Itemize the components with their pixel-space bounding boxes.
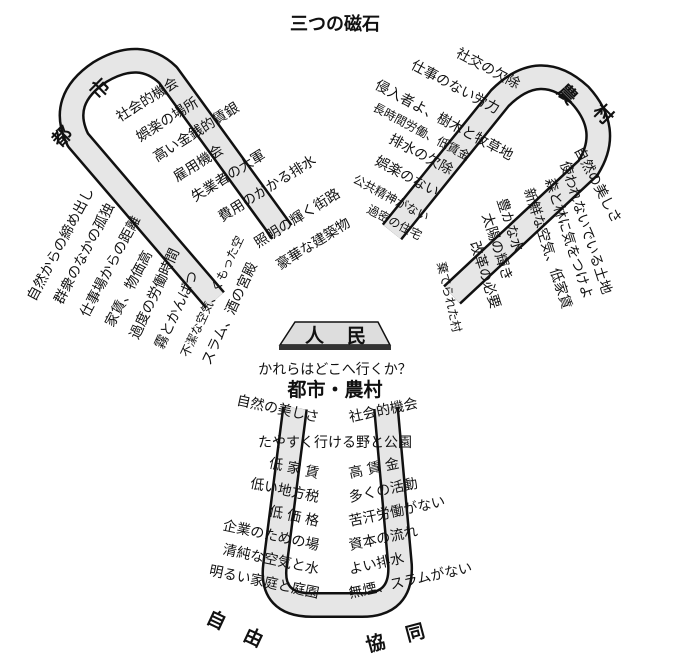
diagram-title: 三つの磁石 xyxy=(290,13,380,35)
town-phrases: 社会的機会 娯楽の場所 高い金銭的賃銀 雇用機会 失業者の大軍 費用のかかる排水… xyxy=(24,75,354,368)
town-country-label: 都市・農村 xyxy=(286,378,382,401)
people-block: 人 民 xyxy=(278,321,392,350)
town-country-phrase: たやすく行ける野と公園 xyxy=(258,435,412,451)
town-country-phrases: 自然の美しさ 社会的機会 たやすく行ける野と公園 低 家 賃 高 賃 金 低い地… xyxy=(208,392,474,602)
footer-cooperation: 協同 xyxy=(364,614,449,656)
people-label-2: 民 xyxy=(347,325,366,347)
people-question: かれらはどこへ行くか？ xyxy=(258,362,412,378)
country-magnet xyxy=(381,64,612,305)
town-magnet xyxy=(58,47,293,309)
people-label-1: 人 xyxy=(305,325,325,347)
town-country-magnet xyxy=(261,406,414,618)
footer-freedom: 自由 xyxy=(203,606,287,662)
